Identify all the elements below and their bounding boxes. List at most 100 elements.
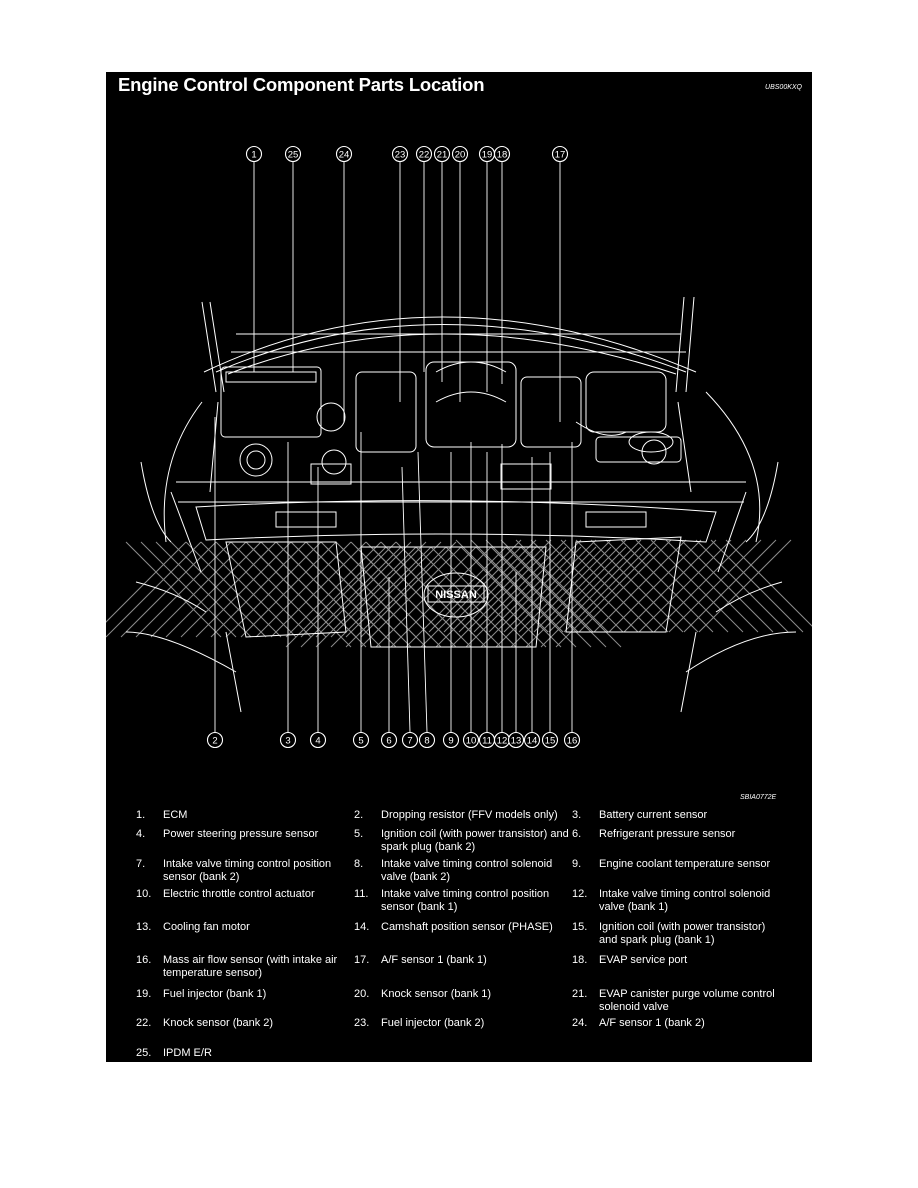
legend-number: 14. [354, 921, 370, 933]
svg-text:25: 25 [288, 149, 299, 160]
legend-number: 7. [136, 858, 146, 870]
callout-13: 13 [507, 731, 525, 749]
callout-24: 24 [335, 145, 353, 163]
svg-text:13: 13 [511, 735, 522, 746]
legend-number: 21. [572, 988, 588, 1000]
callout-1: 1 [245, 145, 263, 163]
nissan-badge: NISSAN [435, 589, 477, 601]
legend-text: Intake valve timing control position sen… [381, 888, 550, 913]
legend-text: Battery current sensor [599, 809, 708, 821]
legend-number: 17. [354, 954, 370, 966]
svg-text:14: 14 [527, 735, 538, 746]
svg-text:10: 10 [466, 735, 477, 746]
legend-text: EVAP service port [599, 954, 688, 966]
svg-text:3: 3 [285, 735, 290, 746]
svg-text:22: 22 [419, 149, 430, 160]
callout-18: 18 [493, 145, 511, 163]
callout-23: 23 [391, 145, 409, 163]
legend-text: Engine coolant temperature sensor [599, 858, 771, 870]
svg-text:8: 8 [424, 735, 429, 746]
legend-number: 8. [354, 858, 364, 870]
vehicle-outline-art [125, 296, 797, 713]
legend-text: Knock sensor (bank 1) [381, 988, 492, 1000]
page-title: Engine Control Component Parts Location [118, 74, 485, 95]
callout-15: 15 [541, 731, 559, 749]
legend-number: 5. [354, 828, 364, 840]
callout-25: 25 [284, 145, 302, 163]
svg-text:18: 18 [497, 149, 508, 160]
legend-number: 24. [572, 1017, 588, 1029]
legend-text: IPDM E/R [163, 1047, 212, 1059]
legend-number: 13. [136, 921, 152, 933]
svg-text:7: 7 [407, 735, 412, 746]
callout-3: 3 [279, 731, 297, 749]
callout-2: 2 [206, 731, 224, 749]
svg-text:24: 24 [339, 149, 350, 160]
legend-number: 20. [354, 988, 370, 1000]
svg-text:4: 4 [315, 735, 320, 746]
callout-20: 20 [451, 145, 469, 163]
callout-16: 16 [563, 731, 581, 749]
legend-number: 25. [136, 1047, 152, 1059]
legend-text: Knock sensor (bank 2) [163, 1017, 274, 1029]
figure-code: SBIA0772E [740, 794, 777, 801]
svg-text:11: 11 [482, 735, 492, 746]
legend-number: 3. [572, 809, 582, 821]
svg-text:9: 9 [448, 735, 453, 746]
legend-number: 12. [572, 888, 588, 900]
legend-number: 6. [572, 828, 582, 840]
legend-text: Fuel injector (bank 1) [163, 988, 267, 1000]
legend-text: Fuel injector (bank 2) [381, 1017, 485, 1029]
callout-11: 11 [478, 731, 496, 749]
svg-text:15: 15 [545, 735, 556, 746]
callout-7: 7 [401, 731, 419, 749]
svg-text:12: 12 [497, 735, 508, 746]
legend-text: ECM [163, 809, 188, 821]
legend-number: 11. [354, 888, 369, 900]
legend-text: Mass air flow sensor (with intake air te… [163, 954, 338, 979]
legend-text: A/F sensor 1 (bank 2) [599, 1017, 705, 1029]
legend-text: Power steering pressure sensor [163, 828, 319, 840]
svg-text:20: 20 [455, 149, 466, 160]
callout-8: 8 [418, 731, 436, 749]
legend-text: Cooling fan motor [163, 921, 250, 933]
legend-number: 9. [572, 858, 582, 870]
callout-9: 9 [442, 731, 460, 749]
callout-21: 21 [433, 145, 451, 163]
callout-10: 10 [462, 731, 480, 749]
svg-text:21: 21 [437, 149, 448, 160]
legend-text: Intake valve timing control solenoid val… [381, 858, 553, 883]
svg-text:5: 5 [358, 735, 363, 746]
legend-number: 22. [136, 1017, 152, 1029]
legend-number: 4. [136, 828, 146, 840]
legend-number: 2. [354, 809, 364, 821]
leader-lines [214, 162, 573, 733]
svg-text:6: 6 [386, 735, 391, 746]
callout-17: 17 [551, 145, 569, 163]
svg-text:19: 19 [482, 149, 493, 160]
svg-text:1: 1 [251, 149, 256, 160]
legend-text: Intake valve timing control solenoid val… [599, 888, 771, 913]
legend-text: Camshaft position sensor (PHASE) [381, 921, 553, 933]
legend-number: 18. [572, 954, 588, 966]
legend-text: Dropping resistor (FFV models only) [381, 809, 558, 821]
svg-text:17: 17 [555, 149, 566, 160]
callout-12: 12 [493, 731, 511, 749]
callout-6: 6 [380, 731, 398, 749]
legend-text: EVAP canister purge volume control solen… [599, 988, 775, 1013]
legend-text: Ignition coil (with power transistor) an… [381, 828, 569, 853]
legend-text: A/F sensor 1 (bank 1) [381, 954, 487, 966]
callout-19: 19 [478, 145, 496, 163]
legend-text: Intake valve timing control position sen… [163, 858, 332, 883]
legend-number: 15. [572, 921, 588, 933]
leader-line-8 [417, 451, 428, 733]
legend-text: Refrigerant pressure sensor [599, 828, 736, 840]
legend-number: 19. [136, 988, 152, 1000]
leader-line-7 [401, 466, 411, 733]
legend-number: 23. [354, 1017, 370, 1029]
grille-mesh-pattern [106, 539, 812, 648]
svg-text:16: 16 [567, 735, 578, 746]
callout-22: 22 [415, 145, 433, 163]
